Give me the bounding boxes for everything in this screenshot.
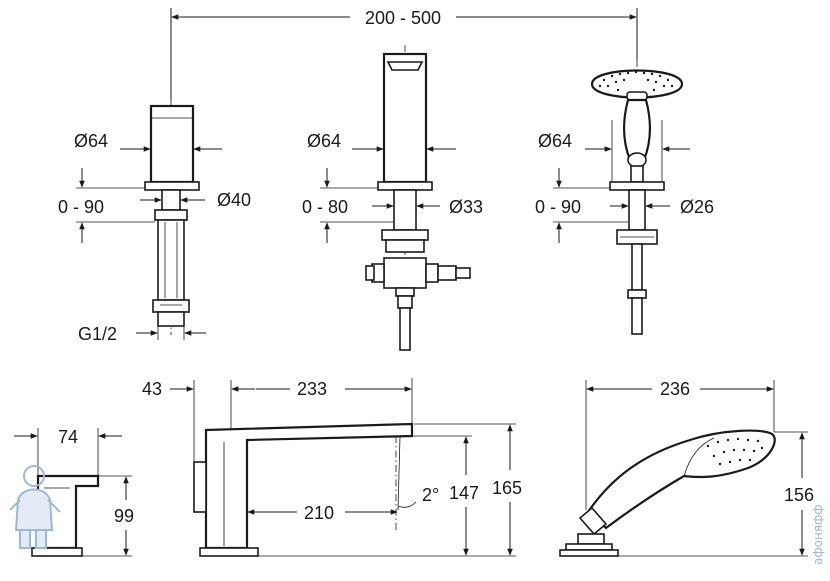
spout-reach-label: 210 [304,503,334,523]
watermark-text: афоняфф [811,504,825,565]
mixer-diameter-label: Ø64 [74,131,108,151]
spout-reach-dim: 210 [247,503,398,523]
spacing-label: 200 - 500 [365,8,441,28]
spout-angle-dim: 2° [397,485,439,508]
handle-height-label: 99 [114,506,134,526]
watermark-mascot [9,465,61,549]
spout-outlet-height-label: 147 [449,483,479,503]
hand-shower-side-view [559,429,776,557]
spout-total-height-dim: 165 [414,423,522,556]
hand-shower-front-view [590,60,684,335]
shower-nozzle-dots [598,70,674,92]
spout-front-view [365,45,471,351]
shower-height-dim: 0 - 90 [535,168,629,243]
mixer-diameter-dim: Ø64 [74,120,222,182]
shower-shank-dim: Ø26 [610,197,714,217]
spout-reach-total-label: 233 [297,379,327,399]
mixer-thread-label: G1/2 [78,324,117,344]
shower-length-label: 236 [660,379,690,399]
shower-height-side-label: 156 [784,485,814,505]
spout-side-view [193,422,414,557]
handle-depth-label: 74 [58,427,78,447]
side-nozzle-dots [706,437,764,466]
spacing-dimension: 200 - 500 [170,8,638,100]
shower-shank-label: Ø26 [680,197,714,217]
shower-diameter-dim: Ø64 [538,120,690,182]
mixer-thread-dim: G1/2 [78,324,206,344]
shower-length-dim: 236 [585,379,775,510]
spout-offset-label: 43 [142,379,162,399]
spout-outlet-height-dim: 147 [258,435,516,557]
shower-diameter-label: Ø64 [538,131,572,151]
mixer-valve-front-view [144,100,200,335]
spout-shank-dim: Ø33 [372,197,483,217]
spout-total-height-label: 165 [492,478,522,498]
shower-height-side-dim: 156 [618,431,814,557]
spout-reach-total-dim: 233 [256,378,413,424]
handle-depth-dim: 74 [14,427,122,476]
mixer-shank-label: Ø40 [217,190,251,210]
spout-shank-label: Ø33 [449,197,483,217]
mixer-height-label: 0 - 90 [58,197,104,217]
shower-height-label: 0 - 90 [535,197,581,217]
handle-height-dim: 99 [82,475,134,557]
spout-diameter-label: Ø64 [307,131,341,151]
mixer-shank-dim: Ø40 [140,190,251,210]
spout-height-label: 0 - 80 [302,197,348,217]
spout-height-dim: 0 - 80 [302,168,394,243]
spout-angle-label: 2° [422,485,439,505]
spout-diameter-dim: Ø64 [307,131,456,152]
spout-offset-dim: 43 [142,379,255,462]
mixer-height-dim: 0 - 90 [58,168,155,243]
